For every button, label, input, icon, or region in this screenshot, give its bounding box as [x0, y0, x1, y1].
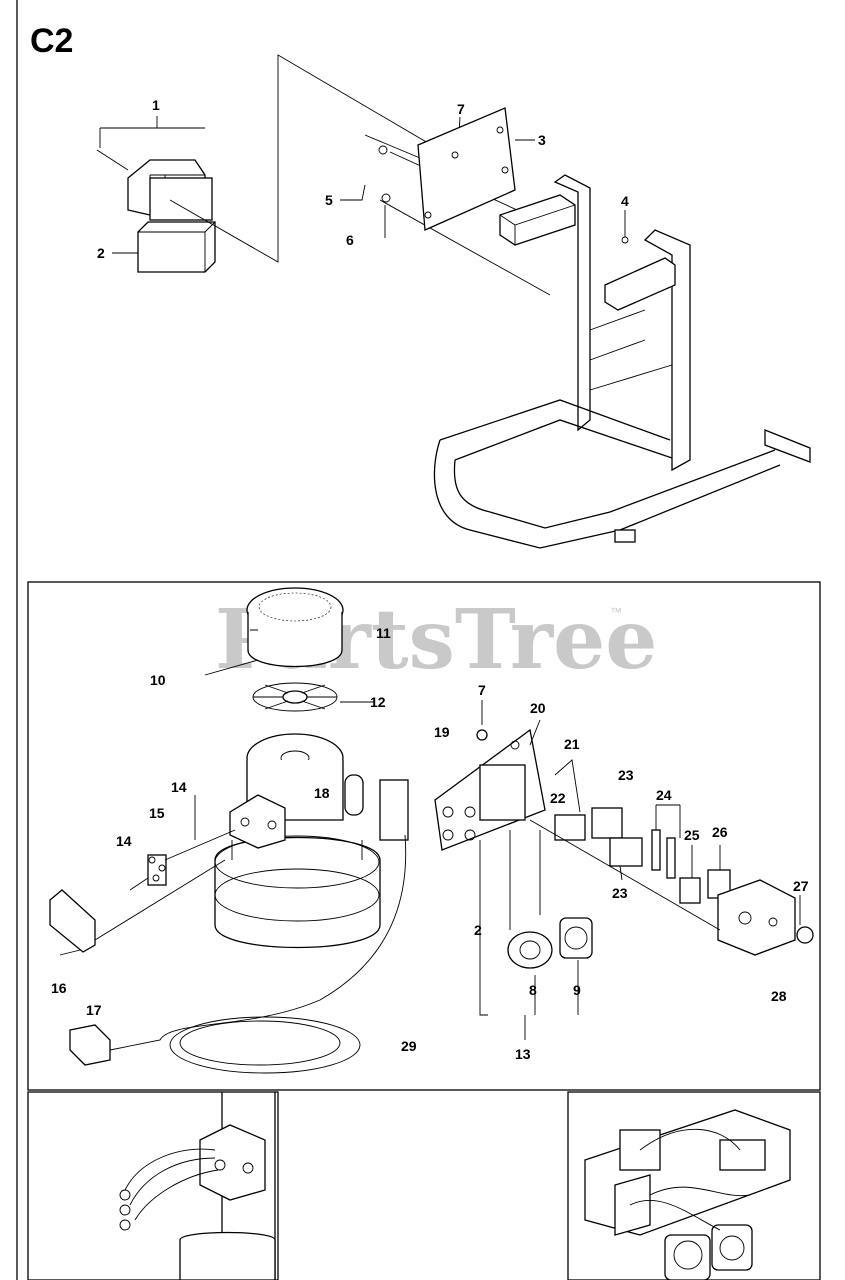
part-29-power-cable — [109, 834, 407, 1074]
callout-22: 22 — [550, 790, 566, 806]
part-22-connector — [554, 814, 586, 841]
callout-5: 5 — [325, 192, 333, 208]
stand-frame — [433, 174, 811, 549]
part-20-mounting-plate — [434, 728, 546, 851]
callout-13: 13 — [515, 1046, 531, 1062]
upper-assembly — [96, 54, 811, 549]
callout-19: 19 — [434, 724, 450, 740]
part-23-switches — [591, 807, 643, 867]
callout-28: 28 — [771, 988, 787, 1004]
part-16-cover — [49, 889, 96, 953]
callout-15: 15 — [149, 805, 165, 821]
part-7-nut — [476, 729, 488, 741]
callout-10: 10 — [150, 672, 166, 688]
part-18-motor — [214, 733, 409, 949]
part-11-filter-cap — [246, 587, 344, 668]
part-8-ring — [507, 931, 553, 969]
part-24-terminals — [651, 829, 676, 879]
callout-2: 2 — [97, 245, 105, 261]
part-25-clip — [679, 877, 701, 904]
upper-callouts: 1 2 7 3 4 5 6 — [97, 97, 629, 261]
part-2-box — [137, 221, 216, 273]
callout-7-lower: 7 — [478, 682, 486, 698]
sheet-label: C2 — [30, 22, 74, 60]
callout-14-lower: 14 — [116, 833, 132, 849]
callout-21: 21 — [564, 736, 580, 752]
lower-callouts: 11 10 12 7 20 19 21 23 14 18 22 24 15 14… — [51, 625, 809, 1062]
part-15-terminal-block — [147, 854, 167, 886]
detail-inset-right — [567, 1091, 821, 1280]
callout-20: 20 — [530, 700, 546, 716]
callout-4: 4 — [621, 193, 629, 209]
callout-2-lower: 2 — [474, 922, 482, 938]
detail-switch-wiring — [584, 1109, 791, 1280]
callout-18: 18 — [314, 785, 330, 801]
callout-11: 11 — [376, 625, 391, 641]
callout-16: 16 — [51, 980, 67, 996]
lower-leaders — [59, 629, 801, 1040]
callout-6: 6 — [346, 232, 354, 248]
callout-9: 9 — [573, 982, 581, 998]
part-1-filter-box — [96, 149, 213, 221]
callout-3: 3 — [538, 132, 546, 148]
callout-17: 17 — [86, 1002, 102, 1018]
part-28-switch-box — [717, 879, 796, 956]
detail-inset-left — [27, 1091, 279, 1280]
callout-1: 1 — [152, 97, 160, 113]
callout-24: 24 — [656, 787, 672, 803]
callout-26: 26 — [712, 824, 728, 840]
callout-14-upper: 14 — [171, 779, 187, 795]
callout-29: 29 — [401, 1038, 417, 1054]
part-9-socket — [559, 917, 593, 959]
callout-27: 27 — [793, 878, 809, 894]
part-12-fan — [252, 682, 338, 712]
detail-motor-terminal — [119, 1092, 276, 1280]
callout-23-lower: 23 — [612, 885, 628, 901]
callout-23-upper: 23 — [618, 767, 634, 783]
callout-7: 7 — [457, 101, 465, 117]
part-17-plug — [69, 1024, 111, 1066]
lower-assembly-frame — [27, 581, 821, 1091]
part-3-plate — [417, 107, 516, 231]
callout-12: 12 — [370, 694, 386, 710]
part-27-knob — [796, 926, 814, 944]
watermark-trademark: ™ — [610, 605, 622, 619]
lower-assembly — [49, 587, 814, 1074]
callout-8: 8 — [529, 982, 537, 998]
callout-25: 25 — [684, 827, 700, 843]
